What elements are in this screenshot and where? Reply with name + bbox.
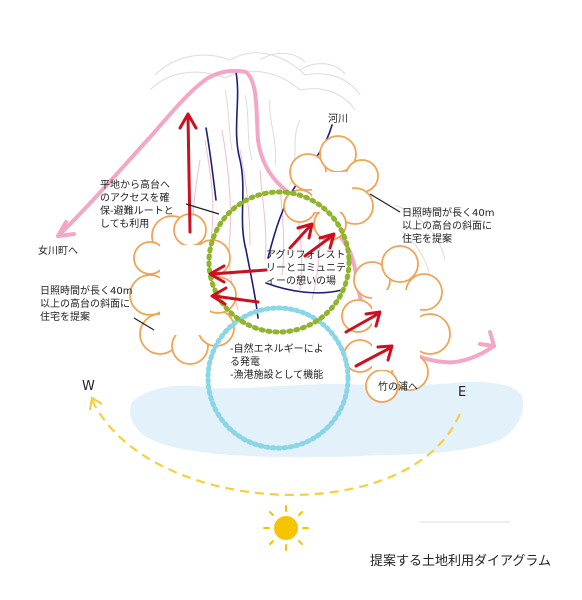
sun-path-arc [91, 399, 464, 496]
agroforestry-zone-circle [206, 189, 352, 335]
svg-text:-自然エネルギーによ: -自然エネルギーによ [230, 342, 324, 355]
arrow-right-upper-1 [288, 222, 314, 250]
sun-icon [263, 505, 309, 551]
svg-text:日照時間が長く40m: 日照時間が長く40m [402, 206, 494, 219]
leader-lines [133, 193, 401, 331]
arrow-left-lower [210, 286, 260, 306]
housing-right-top [283, 135, 379, 241]
svg-text:る発電: る発電 [230, 355, 260, 368]
svg-text:しても利用: しても利用 [100, 218, 149, 230]
diagram-caption: 提案する土地利用ダイアグラム [370, 553, 551, 569]
housing-left [129, 213, 237, 365]
arrow-to-hill-north [178, 112, 198, 234]
svg-text:日照時間が長く40m: 日照時間が長く40m [40, 284, 132, 297]
river-tributary [265, 282, 343, 294]
label-agroforestry: アグリフォレスト リーとコミュニテ ィーの憩いの場 [266, 248, 346, 287]
sea-area [130, 381, 524, 458]
svg-text:ィーの憩いの場: ィーの憩いの場 [266, 274, 336, 287]
sun-arc-arrowhead [88, 396, 103, 411]
svg-text:以上の高台の斜面に: 以上の高台の斜面に [40, 297, 130, 310]
svg-text:住宅を提案: 住宅を提案 [402, 232, 452, 245]
label-west: W [82, 379, 95, 394]
label-energy: -自然エネルギーによ る発電 -漁港施設として機能 [230, 342, 324, 381]
svg-text:のアクセスを確: のアクセスを確 [100, 191, 170, 204]
svg-text:保-避難ルートと: 保-避難ルートと [100, 204, 174, 217]
label-river: 河川 [328, 113, 348, 125]
svg-text:平地から高台へ: 平地から高台へ [100, 178, 170, 191]
label-housing-right: 日照時間が長く40m 以上の高台の斜面に 住宅を提案 [402, 206, 494, 245]
arrow-right-lower-1 [344, 310, 382, 334]
svg-text:以上の高台の斜面に: 以上の高台の斜面に [402, 219, 492, 232]
energy-zone-circle [205, 305, 351, 451]
label-evac-route: 平地から高台へ のアクセスを確 保-避難ルートと しても利用 [100, 178, 174, 230]
arrow-right-upper-2 [303, 232, 336, 258]
svg-text:住宅を提案: 住宅を提案 [40, 310, 90, 323]
coast-road-east-arrowhead [478, 330, 496, 348]
housing-right-bottom [341, 245, 451, 403]
river-west [205, 127, 217, 201]
arrow-right-lower-2 [354, 344, 394, 368]
svg-text:-漁港施設として機能: -漁港施設として機能 [230, 368, 323, 381]
red-arrows [178, 112, 394, 368]
arrow-left-upper [208, 264, 268, 284]
svg-text:リーとコミュニテ: リーとコミュニテ [266, 262, 346, 274]
svg-text:アグリフォレスト: アグリフォレスト [266, 248, 346, 261]
label-housing-left: 日照時間が長く40m 以上の高台の斜面に 住宅を提案 [40, 284, 132, 323]
label-to-onagawa: 女川町へ [38, 244, 78, 257]
coast-road-west-arrowhead [56, 220, 76, 238]
label-east: E [458, 385, 466, 400]
label-to-takenoura: 竹の浦へ [378, 380, 418, 393]
